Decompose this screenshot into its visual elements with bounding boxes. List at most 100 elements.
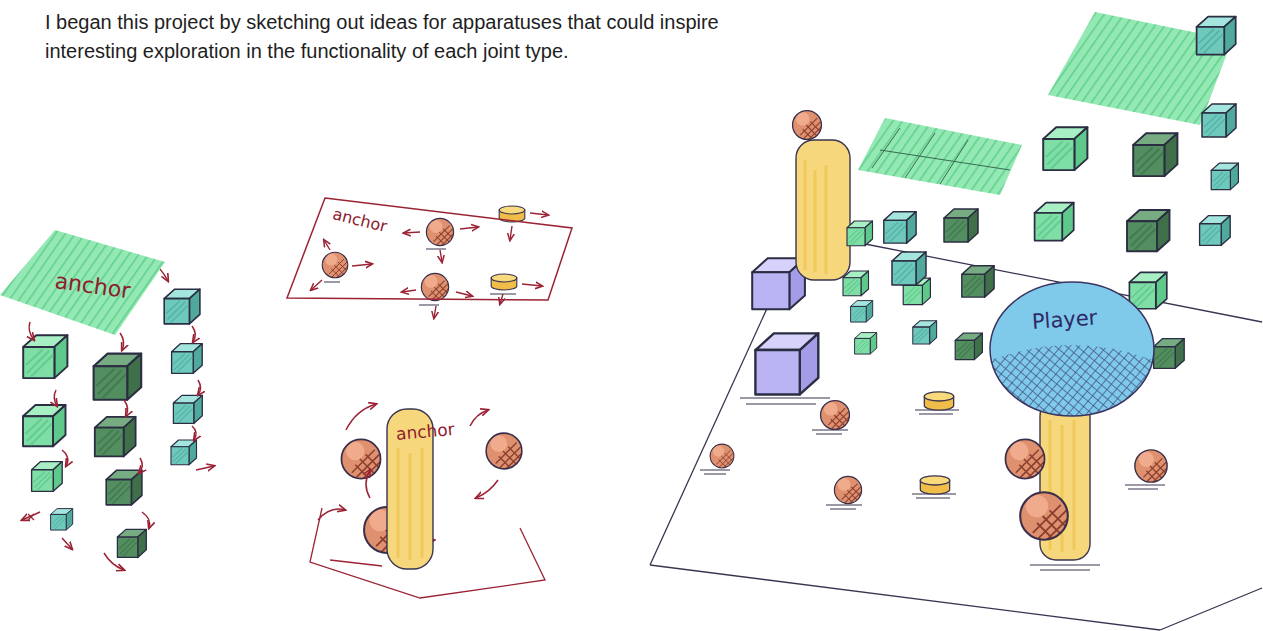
floating-cubes (1127, 210, 1170, 251)
scene-balls (821, 401, 851, 432)
player-sphere (990, 282, 1154, 416)
floating-cubes (962, 266, 994, 297)
anchor-plane: anchor (285, 196, 575, 302)
hinge-base (330, 560, 382, 566)
hanging-cubes (95, 417, 136, 457)
plane-joints (322, 252, 348, 279)
motion-arrow (470, 410, 488, 426)
player-sphere (991, 345, 1153, 416)
floating-cubes (892, 252, 926, 285)
motion-arrow (366, 470, 370, 498)
anchor-cylinder: anchor (386, 408, 434, 570)
hanging-cubes (171, 440, 197, 465)
scene-balls (924, 392, 953, 410)
purple-blocks (755, 333, 818, 394)
motion-arrow (192, 326, 195, 342)
floating-cubes (1154, 339, 1185, 369)
scene-balls (710, 392, 1168, 543)
anchor-plane (0, 230, 165, 335)
motion-arrow (198, 380, 201, 395)
scene-balls (1135, 450, 1168, 484)
scene-balls (920, 476, 949, 494)
scene-shadows (1030, 565, 1100, 570)
scene-shadows (740, 398, 830, 404)
node-label: anchor (331, 204, 389, 236)
node-label: Player (1031, 305, 1098, 334)
floating-cubes (1200, 216, 1231, 246)
motion-arrow (54, 390, 57, 406)
motion-arrow (324, 240, 330, 250)
floating-cubes (843, 17, 1238, 369)
hanging-cubes (172, 344, 203, 374)
plane-joints (324, 249, 516, 305)
motion-arrow (124, 400, 128, 416)
hanging-cubes (32, 462, 63, 492)
floating-planes (858, 118, 1022, 195)
motion-arrow (318, 509, 345, 520)
hanging-cubes (51, 509, 73, 530)
motion-arrow (404, 232, 420, 233)
hinge-balls (341, 439, 381, 480)
floating-cubes (1043, 127, 1087, 170)
hanging-cubes (106, 470, 142, 505)
floating-cubes (1035, 203, 1074, 241)
tall-cylinder (793, 111, 823, 142)
scene-shadows (700, 470, 730, 474)
plane-joints (421, 273, 449, 302)
player-sphere: Player (988, 280, 1156, 418)
motion-arrow (510, 226, 512, 240)
scene-balls (710, 444, 735, 469)
motion-arrow (139, 458, 142, 473)
tall-cylinder (793, 111, 850, 280)
anchor-cylinder (398, 448, 422, 560)
floating-planes (858, 12, 1232, 195)
motion-arrow (434, 306, 436, 318)
node-label: anchor (395, 419, 455, 444)
hanging-cubes (173, 395, 202, 423)
floor-plane (650, 565, 1160, 630)
motion-arrow (142, 512, 150, 528)
scene-balls (1005, 439, 1045, 480)
motion-arrow (311, 280, 322, 290)
floating-cubes (847, 221, 873, 246)
motion-arrow (530, 213, 548, 215)
floating-cubes (1202, 104, 1236, 137)
motion-arrow (22, 512, 40, 520)
floating-planes (872, 128, 1010, 184)
intro-caption: I began this project by sketching out id… (45, 8, 745, 66)
hanging-cubes (23, 335, 67, 378)
motion-arrow (402, 290, 416, 292)
motion-arrow (456, 292, 472, 296)
scene-shadows (700, 398, 1165, 570)
floating-cubes (1133, 133, 1177, 176)
floating-cubes (1129, 272, 1166, 308)
sketch-mark (28, 514, 34, 520)
motion-arrow (104, 553, 124, 570)
floating-cubes (851, 301, 873, 322)
motion-arrow (192, 426, 196, 440)
motion-arrow (29, 322, 34, 340)
floating-cubes (1211, 163, 1238, 189)
hanging-cubes (164, 289, 200, 324)
hanging-cubes (117, 529, 146, 557)
hanging-cubes (94, 354, 142, 400)
floating-cubes (843, 271, 869, 296)
plane-joints (491, 274, 517, 290)
floating-cubes (913, 321, 937, 344)
scene-balls (834, 476, 862, 505)
floor-plane (650, 243, 1262, 630)
anchor-plane (287, 198, 572, 300)
scene-shadows (826, 505, 862, 509)
motion-arrow (196, 466, 214, 470)
floating-cubes (855, 333, 877, 354)
hinge-balls (486, 433, 523, 471)
floating-cubes (955, 333, 982, 359)
scene-shadows (812, 430, 848, 434)
motion-arrow (346, 404, 376, 430)
player-sphere (988, 280, 1156, 418)
motion-arrow (120, 333, 124, 350)
motion-arrow (62, 538, 72, 549)
player-sphere (990, 282, 1154, 416)
tall-cylinder (805, 160, 826, 274)
